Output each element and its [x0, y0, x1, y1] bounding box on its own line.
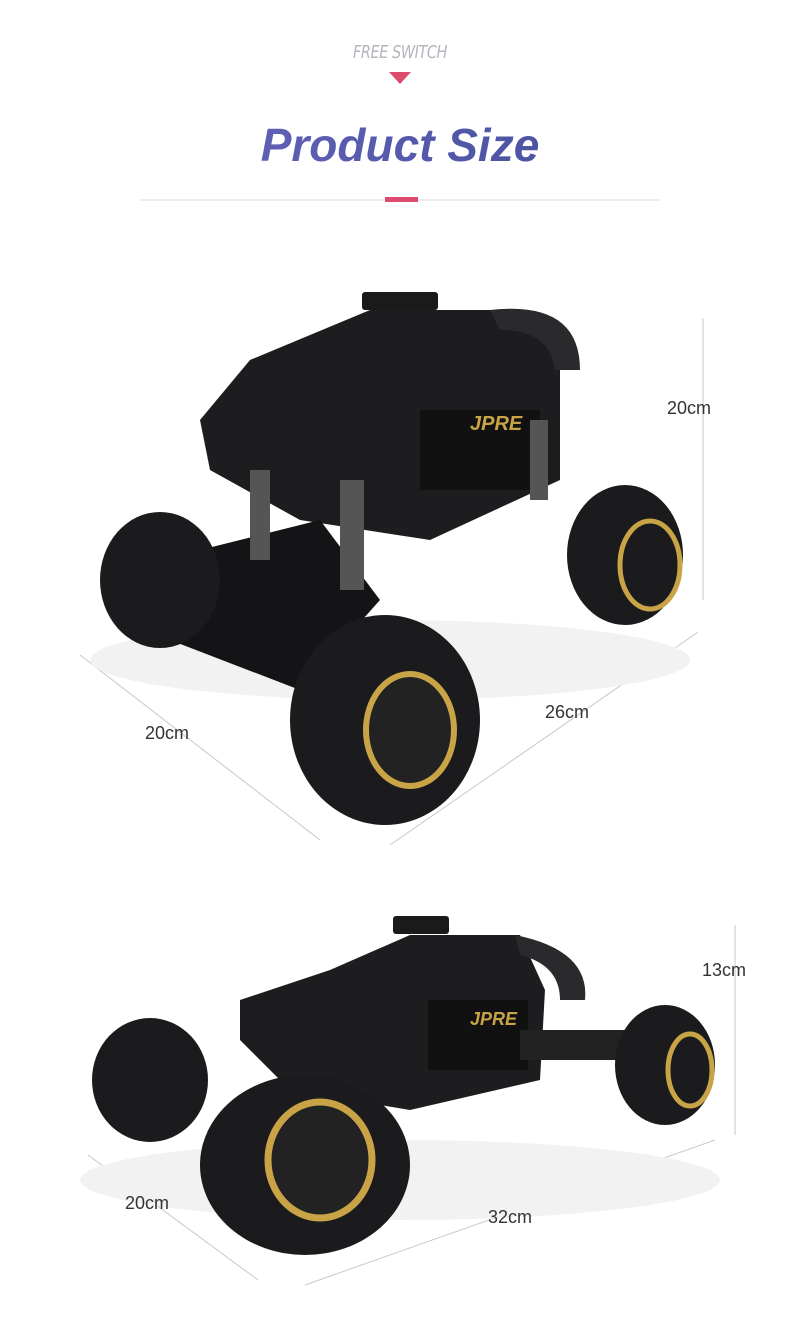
rc-car-standing-image: JPRE [90, 292, 690, 825]
rc-car-lowered-image: JPRE [80, 916, 720, 1255]
down-triangle-icon [389, 72, 411, 84]
subtitle: FREE SWITCH [353, 42, 447, 63]
width-label-bottom: 20cm [125, 1193, 170, 1213]
height-label-top: 20cm [667, 398, 712, 418]
page-title: Product Size [0, 118, 800, 172]
width-label-top: 20cm [145, 723, 190, 743]
header-accent-bar [385, 197, 418, 202]
svg-text:JPRE: JPRE [470, 1009, 518, 1029]
svg-text:JPRE: JPRE [470, 413, 523, 435]
height-label-bottom: 13cm [702, 960, 747, 980]
length-label-bottom: 32cm [488, 1207, 533, 1227]
length-label-top: 26cm [545, 702, 590, 722]
